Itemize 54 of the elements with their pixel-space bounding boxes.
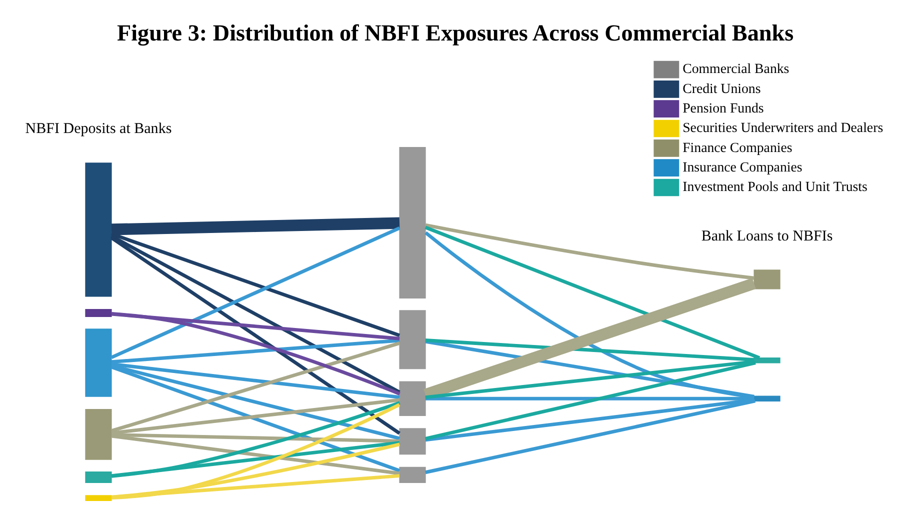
connector <box>110 364 400 472</box>
node-bar <box>399 428 426 454</box>
connector <box>424 277 756 400</box>
connector <box>110 226 400 358</box>
node-bar <box>85 328 112 396</box>
connector <box>425 396 754 400</box>
legend-label: Investment Pools and Unit Trusts <box>682 180 868 195</box>
node-bar <box>754 395 780 401</box>
connector <box>111 362 400 398</box>
connector <box>111 474 400 498</box>
node-bar <box>85 308 112 317</box>
connector <box>111 338 400 364</box>
label: NBFI Deposits at Banks <box>25 120 172 137</box>
node-bar <box>399 310 426 369</box>
connector <box>112 402 400 499</box>
connector <box>425 338 754 361</box>
connector <box>425 339 754 398</box>
legend-label: Pension Funds <box>682 100 764 116</box>
connector <box>424 225 760 360</box>
connector <box>111 364 400 440</box>
connector <box>425 360 756 440</box>
connector <box>110 341 400 432</box>
legend-label: Securities Underwriters and Dealers <box>682 120 884 136</box>
legend-label: Credit Unions <box>682 81 761 96</box>
connector <box>425 359 754 399</box>
connector <box>111 216 400 235</box>
node-bar <box>754 269 780 289</box>
connector <box>111 432 400 442</box>
node-bar <box>85 408 112 460</box>
legend-label: Insurance Companies <box>682 160 802 175</box>
connector <box>111 434 400 475</box>
connector <box>425 222 754 280</box>
connector <box>110 232 400 337</box>
connector <box>112 400 400 478</box>
connector <box>425 398 756 474</box>
node-bar <box>85 470 112 483</box>
legend-label: Finance Companies <box>682 140 792 156</box>
connector <box>424 230 754 398</box>
node-bar <box>399 380 426 416</box>
label: Bank Loans to NBFIs <box>701 228 833 244</box>
legend-label: Commercial Banks <box>682 62 790 77</box>
diagram-title: Figure 3: Distribution of NBFI Exposures Across Commercial Banks <box>116 20 794 46</box>
node-bar <box>754 357 780 363</box>
node-bar <box>85 494 112 500</box>
node-bar <box>399 146 426 298</box>
connector <box>111 442 400 498</box>
node-bar <box>399 466 426 483</box>
connector <box>112 312 400 395</box>
connector <box>110 236 400 434</box>
connector <box>110 234 400 394</box>
connector <box>111 440 400 478</box>
connector <box>111 398 400 434</box>
connector <box>111 312 400 340</box>
node-bar <box>85 162 112 296</box>
